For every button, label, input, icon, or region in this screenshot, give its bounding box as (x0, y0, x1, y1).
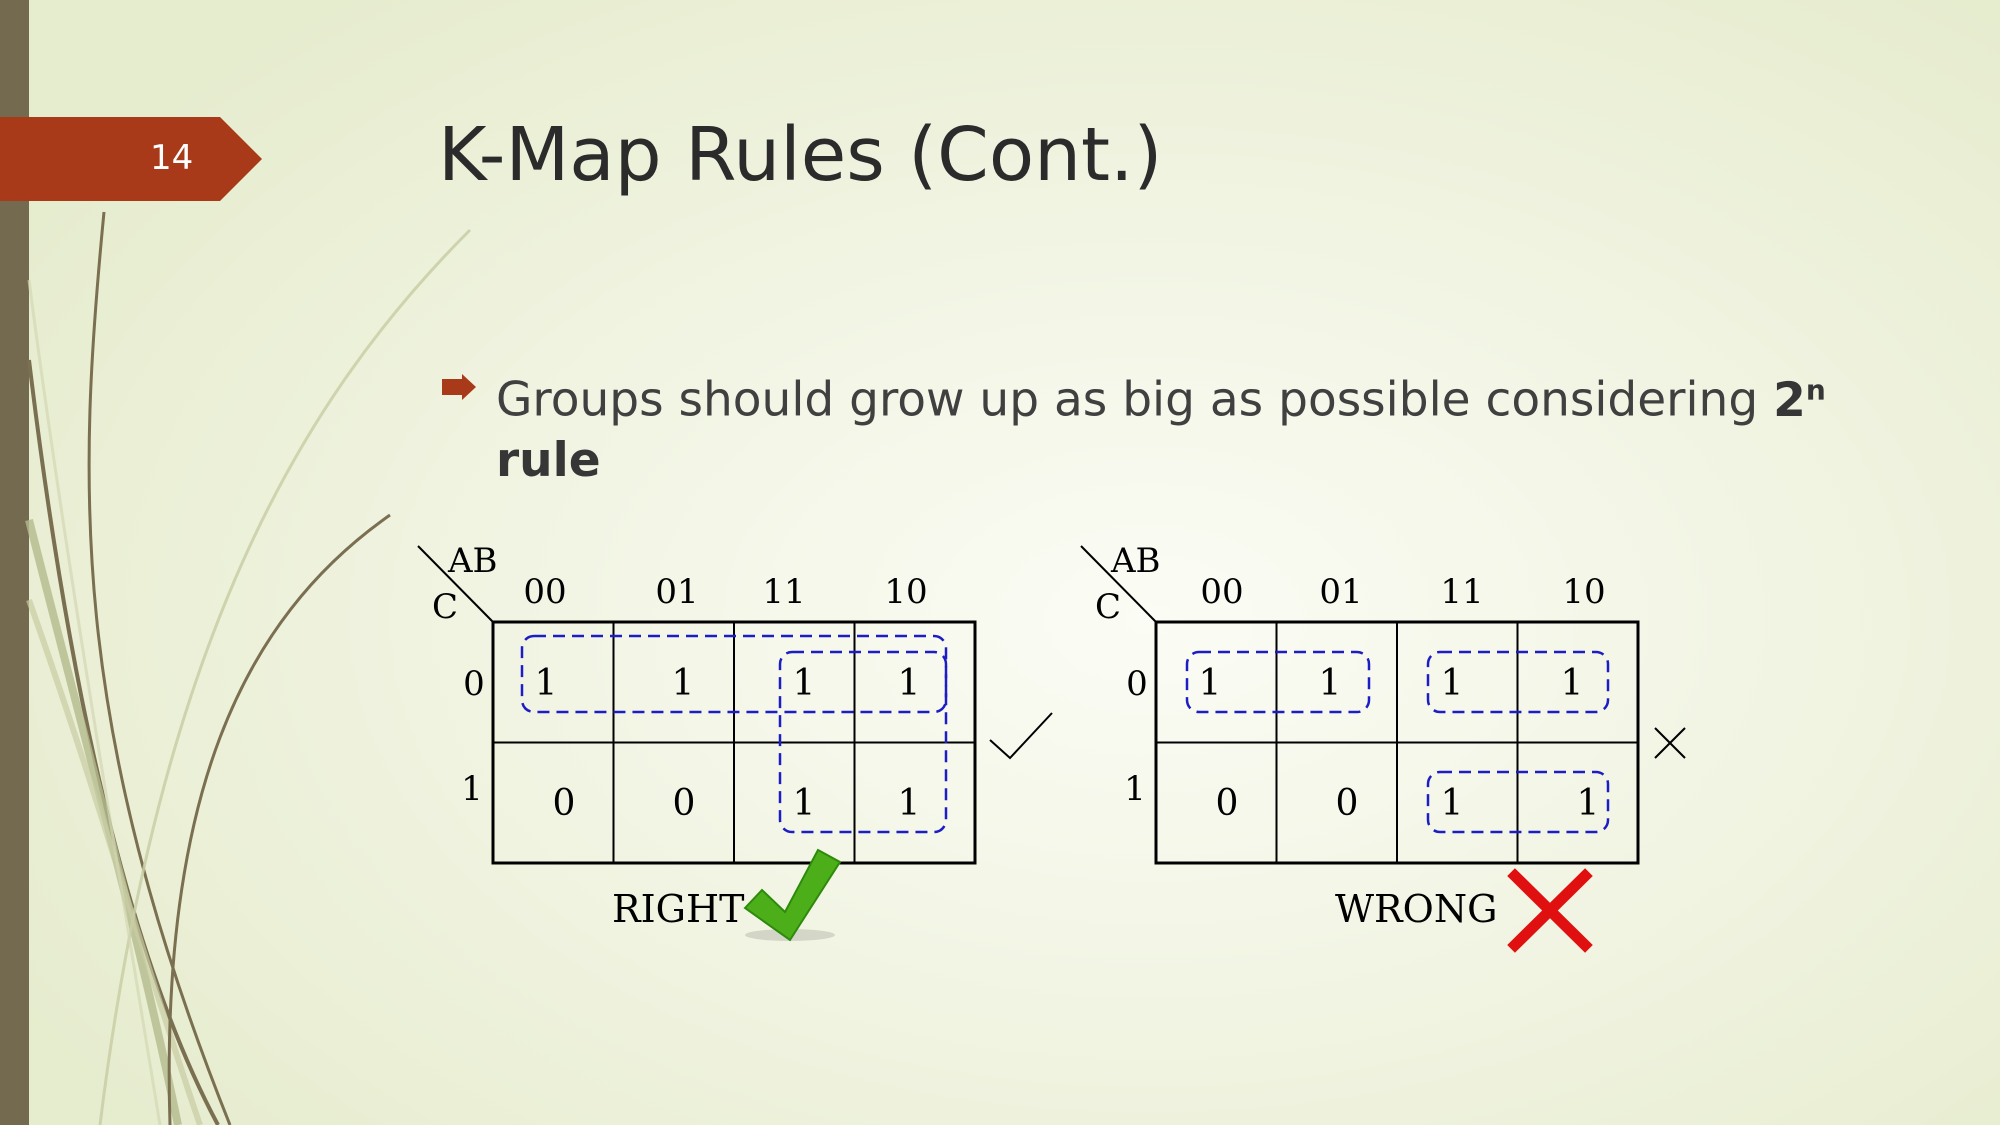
kmap-wrong-group (1185, 650, 1371, 714)
small-x-icon (1654, 727, 1686, 759)
arrow-bullet-icon (442, 374, 476, 400)
kmap-right-group-square (778, 650, 948, 834)
kmap-right-cell: 1 (535, 663, 558, 704)
bullet-main-text: Groups should grow up as big as possible… (496, 372, 1774, 428)
kmap-wrong-cell: 1 (1319, 663, 1342, 704)
kmap-right-col-header: 01 (655, 572, 698, 612)
kmap-right-corner-diagonal (417, 545, 494, 623)
kmap-wrong-corner-top: AB (1110, 541, 1161, 581)
slide-number-tab-shape (0, 117, 262, 201)
kmap-right-cell: 0 (673, 783, 696, 824)
kmap-right-cell: 1 (672, 663, 695, 704)
kmap-wrong-cell: 0 (1216, 783, 1239, 824)
kmap-right-cell: 1 (898, 783, 921, 824)
kmap-right-group-row (520, 634, 948, 714)
slide-title: K-Map Rules (Cont.) (438, 112, 1163, 198)
kmap-wrong-group (1426, 770, 1610, 834)
kmap-wrong-caption: WRONG (1335, 887, 1497, 931)
slide-number: 14 (150, 138, 194, 178)
kmap-right-cell: 1 (793, 663, 816, 704)
red-x-icon (1507, 868, 1593, 953)
kmap-wrong-cell: 1 (1577, 783, 1600, 824)
kmap-wrong-col-header: 01 (1319, 572, 1362, 612)
kmap-wrong-cell: 1 (1199, 663, 1222, 704)
kmap-wrong-col-header: 00 (1200, 572, 1243, 612)
kmap-right-row-header: 0 (463, 664, 485, 704)
kmap-wrong-cell: 1 (1441, 783, 1464, 824)
kmap-wrong-group (1426, 650, 1610, 714)
kmap-right-caption: RIGHT (612, 887, 744, 931)
kmap-wrong-cell: 1 (1441, 663, 1464, 704)
kmap-right-cell: 1 (793, 783, 816, 824)
kmap-right-col-header: 11 (762, 572, 805, 612)
small-check-icon (989, 712, 1053, 760)
bullet-text: Groups should grow up as big as possible… (496, 360, 1870, 491)
kmap-right-corner-top: AB (447, 541, 498, 581)
kmap-right-cell: 1 (898, 663, 921, 704)
kmap-wrong-corner-diagonal (1080, 545, 1157, 623)
kmap-wrong-cell: 0 (1336, 783, 1359, 824)
kmap-right-col-header: 10 (884, 572, 927, 612)
bullet-point: Groups should grow up as big as possible… (440, 360, 1870, 491)
kmap-wrong-col-header: 11 (1440, 572, 1483, 612)
kmap-wrong-corner-left: C (1095, 587, 1121, 627)
slide-number-tab (0, 117, 262, 201)
kmap-right-col-header: 00 (523, 572, 566, 612)
kmap-right-row-header: 1 (461, 769, 483, 809)
kmap-right-cell: 0 (553, 783, 576, 824)
green-checkmark-icon (743, 848, 842, 942)
bullet-emphasis-exponent: n (1805, 373, 1826, 406)
kmap-right-corner-left: C (432, 587, 458, 627)
bullet-emphasis-base: 2 (1773, 372, 1806, 428)
kmap-wrong-col-header: 10 (1562, 572, 1605, 612)
bullet-emphasis: 2n rule (496, 373, 1826, 488)
bullet-emphasis-word: rule (496, 432, 601, 488)
kmap-wrong-row-header: 1 (1124, 769, 1146, 809)
kmap-wrong-cell: 1 (1561, 663, 1584, 704)
kmap-wrong-row-header: 0 (1126, 664, 1148, 704)
